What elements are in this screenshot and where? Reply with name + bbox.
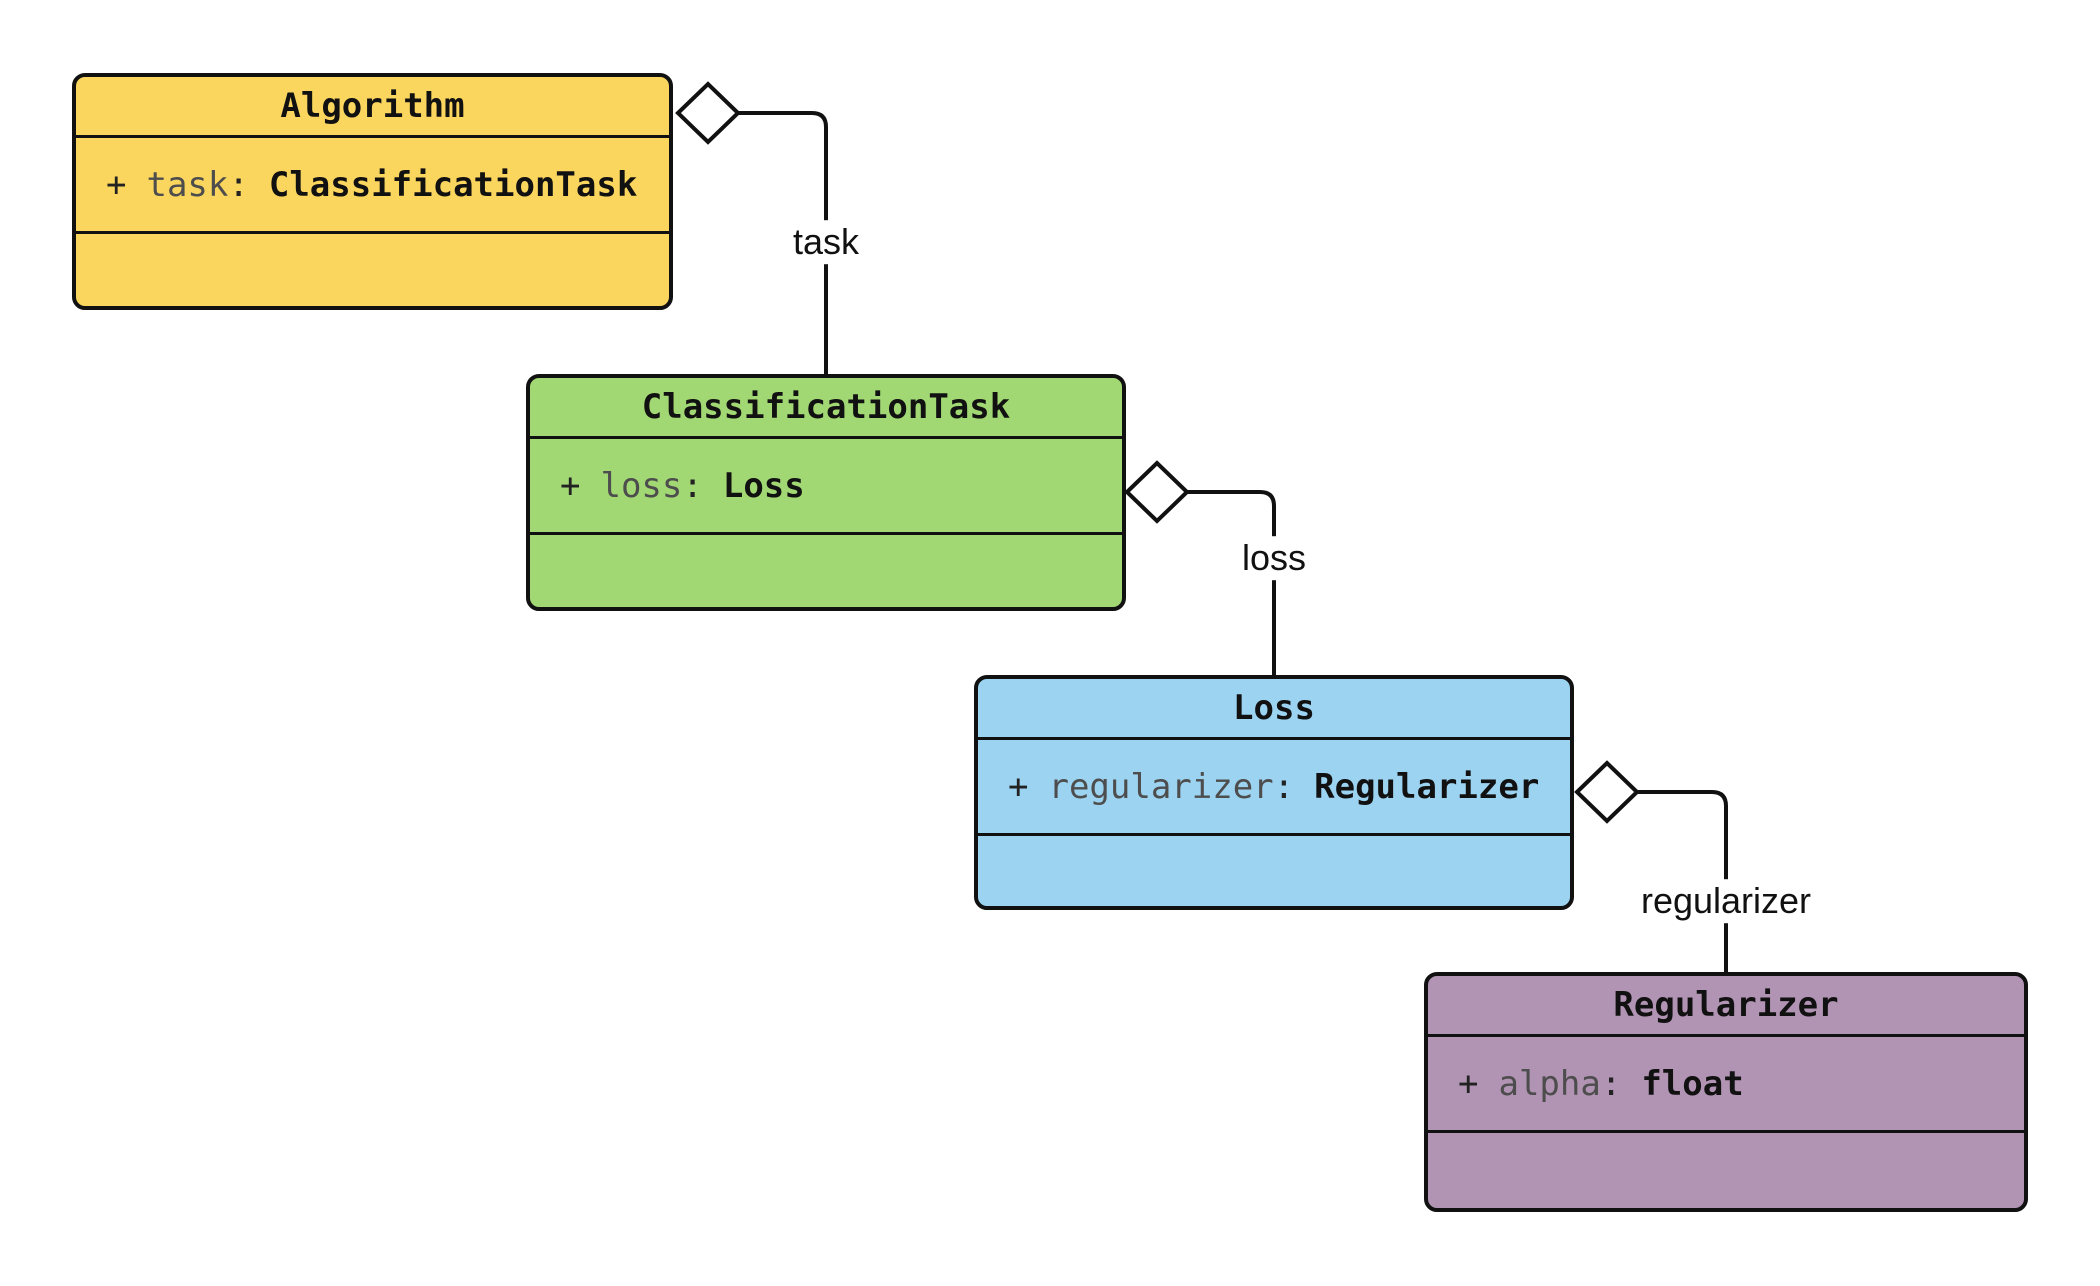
- attribute-colon: :: [1273, 766, 1295, 807]
- attribute-colon: :: [682, 465, 703, 506]
- attribute-name: alpha: [1498, 1063, 1601, 1104]
- attribute-type: Loss: [722, 465, 805, 506]
- class-methods-empty-section: [530, 535, 1122, 607]
- attribute-visibility: +: [560, 465, 581, 506]
- class-title: ClassificationTask: [530, 378, 1122, 439]
- attribute-name: task: [146, 164, 229, 205]
- attribute-name: loss: [600, 465, 683, 506]
- class-methods-empty-section: [978, 836, 1570, 906]
- attribute-type: Regularizer: [1314, 766, 1540, 807]
- attribute-type: ClassificationTask: [268, 164, 638, 205]
- attribute-colon: :: [228, 164, 249, 205]
- aggregation-diamond-icon: [1574, 760, 1640, 824]
- relationship-line-regularizer: [1635, 790, 1728, 972]
- attribute-type: float: [1641, 1063, 1744, 1104]
- relationship-line-task: [736, 111, 828, 374]
- attribute-visibility: +: [1458, 1063, 1479, 1104]
- class-box-loss: Loss + regularizer : Regularizer: [974, 675, 1574, 910]
- aggregation-diamond-icon: [675, 81, 741, 145]
- class-box-classificationtask: ClassificationTask + loss : Loss: [526, 374, 1126, 611]
- relationship-line-loss: [1185, 490, 1276, 675]
- class-attribute-row: + regularizer : Regularizer: [978, 740, 1570, 836]
- attribute-name: regularizer: [1048, 766, 1274, 807]
- relationship-label-loss: loss: [1233, 536, 1315, 580]
- class-attribute-row: + loss : Loss: [530, 439, 1122, 535]
- class-methods-empty-section: [76, 234, 669, 306]
- class-title: Loss: [978, 679, 1570, 740]
- class-box-algorithm: Algorithm + task : ClassificationTask: [72, 73, 673, 310]
- relationship-label-regularizer: regularizer: [1632, 879, 1820, 923]
- attribute-colon: :: [1600, 1063, 1622, 1104]
- aggregation-diamond-icon: [1124, 460, 1190, 524]
- class-methods-empty-section: [1428, 1133, 2024, 1208]
- relationship-label-task: task: [784, 220, 868, 264]
- attribute-visibility: +: [106, 164, 127, 205]
- attribute-visibility: +: [1008, 766, 1029, 807]
- class-title: Algorithm: [76, 77, 669, 138]
- class-title: Regularizer: [1428, 976, 2024, 1037]
- class-box-regularizer: Regularizer + alpha : float: [1424, 972, 2028, 1212]
- class-attribute-row: + alpha : float: [1428, 1037, 2024, 1133]
- class-attribute-row: + task : ClassificationTask: [76, 138, 669, 234]
